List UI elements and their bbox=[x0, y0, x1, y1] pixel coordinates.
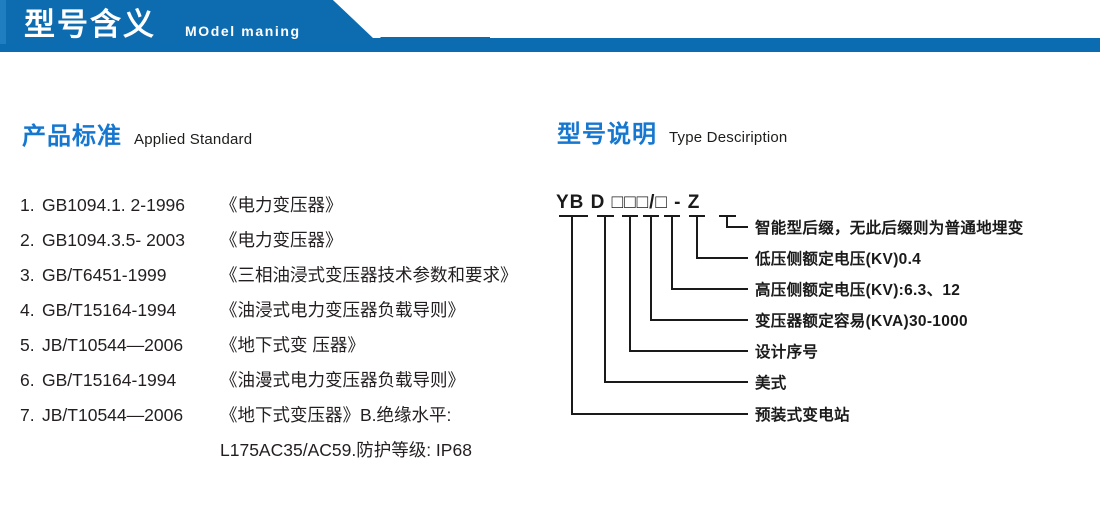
list-item: 4. GB/T15164-1994 《油浸式电力变压器负载导则》 bbox=[20, 297, 540, 332]
model-code-diagram: YB D □□□/□ - Z 智能型后缀，无此后缀 bbox=[556, 192, 1096, 432]
standard-name: 《油漫式电力变压器负载导则》 bbox=[220, 370, 465, 390]
banner-background-shape bbox=[0, 0, 1100, 52]
standard-code: GB/T6451-1999 bbox=[42, 265, 167, 285]
model-code-string: YB D □□□/□ - Z bbox=[556, 192, 701, 213]
callout-label-smart-suffix: 智能型后缀，无此后缀则为普通地埋变 bbox=[755, 220, 1024, 237]
callout-label-lv-rated-voltage: 低压侧额定电压(KV)0.4 bbox=[755, 251, 922, 268]
standard-index: 1. bbox=[20, 195, 35, 215]
applied-standard-heading: 产品标准 Applied Standard bbox=[22, 116, 252, 151]
type-description-heading-cn: 型号说明 bbox=[557, 121, 657, 148]
standard-code: JB/T10544—2006 bbox=[42, 405, 184, 425]
callout-label-american-type: 美式 bbox=[755, 375, 787, 392]
list-item: 1. GB1094.1. 2-1996 《电力变压器》 bbox=[20, 192, 540, 227]
standard-index: 7. bbox=[20, 405, 35, 425]
standard-name: 《地下式变压器》B.绝缘水平: bbox=[220, 405, 452, 425]
page-header-banner: 型号含义 MOdel maning bbox=[0, 0, 1100, 56]
standard-index: 2. bbox=[20, 230, 35, 250]
banner-title: 型号含义 bbox=[24, 7, 156, 42]
standard-code: GB/T15164-1994 bbox=[42, 300, 177, 320]
banner-subtitle: MOdel maning bbox=[185, 23, 301, 39]
list-item: 2. GB1094.3.5- 2003 《电力变压器》 bbox=[20, 227, 540, 262]
callout-label-design-serial: 设计序号 bbox=[755, 344, 819, 361]
type-description-heading: 型号说明 Type Desciription bbox=[557, 114, 787, 149]
standard-code: GB/T15164-1994 bbox=[42, 370, 177, 390]
applied-standard-heading-en: Applied Standard bbox=[134, 131, 253, 148]
standard-name: 《电力变压器》 bbox=[220, 230, 343, 250]
standard-code: JB/T10544—2006 bbox=[42, 335, 184, 355]
callout-label-rated-capacity: 变压器额定容易(KVA)30-1000 bbox=[755, 313, 968, 330]
standard-code: GB1094.1. 2-1996 bbox=[42, 195, 186, 215]
standard-name: 《电力变压器》 bbox=[220, 195, 343, 215]
type-description-heading-en: Type Desciription bbox=[669, 129, 788, 146]
standard-index: 3. bbox=[20, 265, 35, 285]
standard-code: GB1094.3.5- 2003 bbox=[42, 230, 186, 250]
standard-index: 6. bbox=[20, 370, 35, 390]
standard-name: 《油浸式电力变压器负载导则》 bbox=[220, 300, 465, 320]
callout-leader-lines bbox=[559, 215, 748, 415]
standards-list: 1. GB1094.1. 2-1996 《电力变压器》 2. GB1094.3.… bbox=[20, 192, 540, 472]
callout-label-hv-rated-voltage: 高压侧额定电压(KV):6.3、12 bbox=[755, 282, 961, 299]
applied-standard-heading-cn: 产品标准 bbox=[22, 123, 122, 150]
list-item: 6. GB/T15164-1994 《油漫式电力变压器负载导则》 bbox=[20, 367, 540, 402]
list-item: 3. GB/T6451-1999 《三相油浸式变压器技术参数和要求》 bbox=[20, 262, 540, 297]
list-item: 5. JB/T10544—2006 《地下式变 压器》 bbox=[20, 332, 540, 367]
standard-index: 5. bbox=[20, 335, 35, 355]
standard-index: 4. bbox=[20, 300, 35, 320]
standard-name: 《三相油浸式变压器技术参数和要求》 bbox=[220, 265, 518, 285]
standard-continuation-line: L175AC35/AC59.防护等级: IP68 bbox=[220, 440, 472, 460]
callout-label-prefab-substation: 预装式变电站 bbox=[755, 407, 850, 424]
standard-name: 《地下式变 压器》 bbox=[220, 335, 365, 355]
list-item: 7. JB/T10544—2006 《地下式变压器》B.绝缘水平: bbox=[20, 402, 540, 437]
